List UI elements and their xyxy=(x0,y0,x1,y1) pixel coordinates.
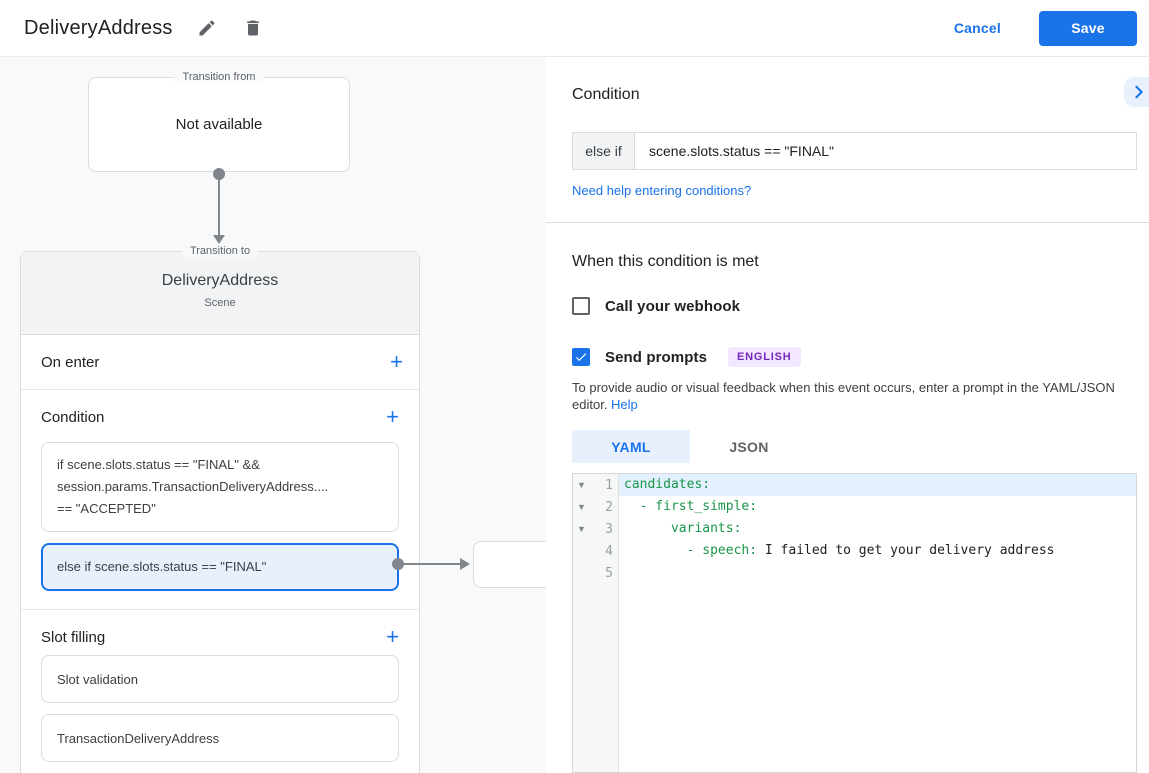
divider xyxy=(546,222,1149,223)
on-enter-row[interactable]: On enter + xyxy=(21,335,419,390)
panel-title: Condition xyxy=(572,86,640,103)
slot-card[interactable]: Slot validation xyxy=(41,655,399,703)
editor-code-area[interactable]: candidates: - first_simple: variants: - … xyxy=(619,474,1136,772)
condition-detail-panel: Condition else if scene.slots.status == … xyxy=(546,57,1149,773)
condition-section: Condition + if scene.slots.status == "FI… xyxy=(21,390,419,610)
save-button[interactable]: Save xyxy=(1039,10,1137,46)
pencil-icon xyxy=(199,20,215,36)
fold-arrow-icon[interactable]: ▼ xyxy=(577,501,586,512)
transition-to-label: Transition to xyxy=(181,245,259,257)
condition-met-title: When this condition is met xyxy=(572,253,759,270)
connector-arrow-down xyxy=(213,235,225,244)
transition-target-box[interactable] xyxy=(473,541,546,588)
condition-card-list: if scene.slots.status == "FINAL" && sess… xyxy=(41,442,399,591)
tab-yaml[interactable]: YAML xyxy=(572,430,690,463)
code-line-3[interactable]: variants: xyxy=(624,521,742,536)
add-condition-button[interactable]: + xyxy=(386,404,399,429)
topbar: DeliveryAddress Cancel Save xyxy=(0,0,1149,57)
page-title: DeliveryAddress xyxy=(24,16,173,39)
connector-arrow-right xyxy=(460,558,470,570)
send-prompts-label: Send prompts xyxy=(605,348,708,366)
condition-section-label: Condition xyxy=(41,408,105,426)
condition-expression-value[interactable]: scene.slots.status == "FINAL" xyxy=(649,143,835,159)
call-webhook-checkbox[interactable] xyxy=(572,297,590,315)
prompt-description-text: To provide audio or visual feedback when… xyxy=(572,380,1115,412)
send-prompts-checkbox[interactable] xyxy=(572,348,590,366)
condition-expression-input[interactable]: else if scene.slots.status == "FINAL" xyxy=(572,132,1137,170)
code-line-1[interactable]: candidates: xyxy=(619,474,1136,496)
connector-dot xyxy=(213,168,225,180)
editor-gutter: ▼ 1 ▼ 2 ▼ 3 4 5 xyxy=(573,474,619,772)
edit-icon[interactable] xyxy=(195,16,219,40)
line-number: 4 xyxy=(605,543,613,559)
scene-diagram-panel: Transition from Not available Transition… xyxy=(0,57,546,773)
transition-from-value: Not available xyxy=(175,116,263,133)
prompt-description: To provide audio or visual feedback when… xyxy=(572,379,1134,413)
code-line-4[interactable]: - speech: I failed to get your delivery … xyxy=(624,543,1055,558)
trash-icon xyxy=(246,20,259,36)
prompts-row: Send prompts ENGLISH xyxy=(572,347,801,367)
delete-icon[interactable] xyxy=(241,16,265,40)
line-number: 5 xyxy=(605,565,613,581)
line-number: 1 xyxy=(605,477,613,493)
slot-filling-label: Slot filling xyxy=(41,628,106,646)
tab-json[interactable]: JSON xyxy=(729,438,769,455)
add-slot-button[interactable]: + xyxy=(386,624,399,649)
call-webhook-label: Call your webhook xyxy=(605,297,741,315)
fold-arrow-icon[interactable]: ▼ xyxy=(577,523,586,534)
transition-from-box[interactable]: Transition from Not available xyxy=(88,71,350,172)
cancel-button[interactable]: Cancel xyxy=(953,20,1001,36)
scene-card: Transition to DeliveryAddress Scene On e… xyxy=(20,245,420,773)
condition-prefix-label: else if xyxy=(573,133,635,169)
webhook-row: Call your webhook xyxy=(572,297,740,315)
language-badge: ENGLISH xyxy=(728,347,801,367)
conditions-help-link[interactable]: Need help entering conditions? xyxy=(572,183,752,198)
line-number: 3 xyxy=(605,521,613,537)
connector-line-vertical xyxy=(218,174,220,236)
fold-arrow-icon[interactable]: ▼ xyxy=(577,479,586,490)
code-line-5[interactable] xyxy=(619,562,1136,584)
line-number: 2 xyxy=(605,499,613,515)
condition-card[interactable]: if scene.slots.status == "FINAL" && sess… xyxy=(41,442,399,532)
transition-from-label: Transition from xyxy=(174,71,264,83)
add-on-enter-button[interactable]: + xyxy=(390,349,403,374)
scene-name: DeliveryAddress xyxy=(161,272,279,289)
slot-card[interactable]: TransactionDeliveryAddress xyxy=(41,714,399,762)
condition-card-selected[interactable]: else if scene.slots.status == "FINAL" xyxy=(41,543,399,591)
scene-type: Scene xyxy=(204,297,236,309)
yaml-editor[interactable]: ▼ 1 ▼ 2 ▼ 3 4 5 candidates: - first_simple: var… xyxy=(572,473,1137,773)
connector-line-horizontal xyxy=(398,563,461,565)
on-enter-label: On enter xyxy=(41,353,100,371)
scene-card-header: DeliveryAddress Scene xyxy=(21,252,419,335)
collapse-panel-button[interactable] xyxy=(1124,77,1149,107)
editor-format-tabs: YAML JSON xyxy=(572,430,808,463)
connector-dot xyxy=(392,558,404,570)
check-icon xyxy=(575,353,587,362)
help-link[interactable]: Help xyxy=(611,397,638,412)
code-line-2[interactable]: - first_simple: xyxy=(624,499,758,514)
chevron-right-icon xyxy=(1134,85,1143,99)
